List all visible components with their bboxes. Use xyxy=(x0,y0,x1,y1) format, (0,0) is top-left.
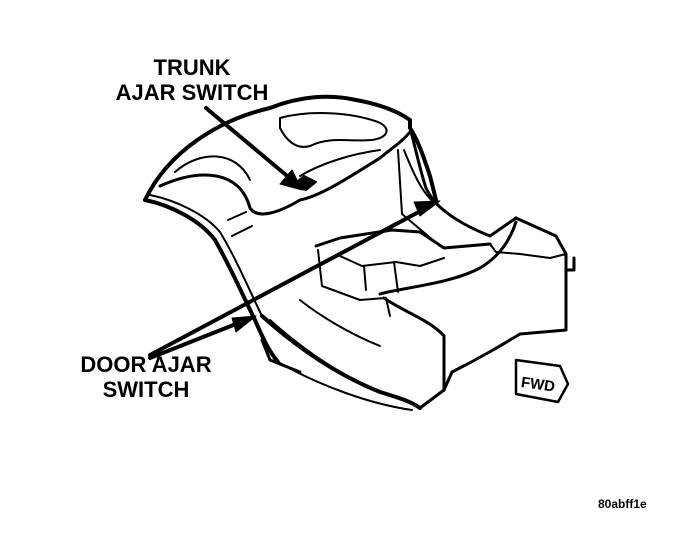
door-opening xyxy=(408,126,518,238)
trunk-outer-edge xyxy=(143,198,280,364)
door-label-line-1: DOOR AJAR xyxy=(80,352,212,377)
floor-tunnel xyxy=(314,228,492,250)
trunk-leader-arrowhead xyxy=(279,169,303,191)
figure-code: 80abff1e xyxy=(598,497,647,511)
trunk-label-line-2: AJAR SWITCH xyxy=(115,80,269,105)
fwd-direction-icon xyxy=(514,358,570,404)
trunk-ajar-switch-label: TRUNK AJAR SWITCH xyxy=(112,55,272,105)
rocker-sill xyxy=(260,314,422,410)
door-leader-arrowhead-lower xyxy=(231,315,257,333)
trunk-ridge xyxy=(299,149,381,177)
trunk-recess xyxy=(279,112,388,148)
trunk-hump xyxy=(174,155,251,181)
seat-crossmember xyxy=(378,220,518,296)
trunk-leader-line xyxy=(204,106,294,182)
trunk-shell xyxy=(143,94,438,202)
door-leader-arrowhead-upper xyxy=(413,200,441,217)
trunk-inner-edge xyxy=(149,194,263,317)
trunk-floor-contour xyxy=(158,130,412,216)
door-leader-line-upper xyxy=(148,204,432,357)
door-ajar-switch-label: DOOR AJAR SWITCH xyxy=(60,352,232,402)
trunk-label-line-1: TRUNK xyxy=(153,55,231,80)
front-floor xyxy=(514,216,576,272)
door-label-line-2: SWITCH xyxy=(102,377,190,402)
door-leader-line-lower xyxy=(148,318,248,360)
fwd-label: FWD xyxy=(520,374,556,396)
